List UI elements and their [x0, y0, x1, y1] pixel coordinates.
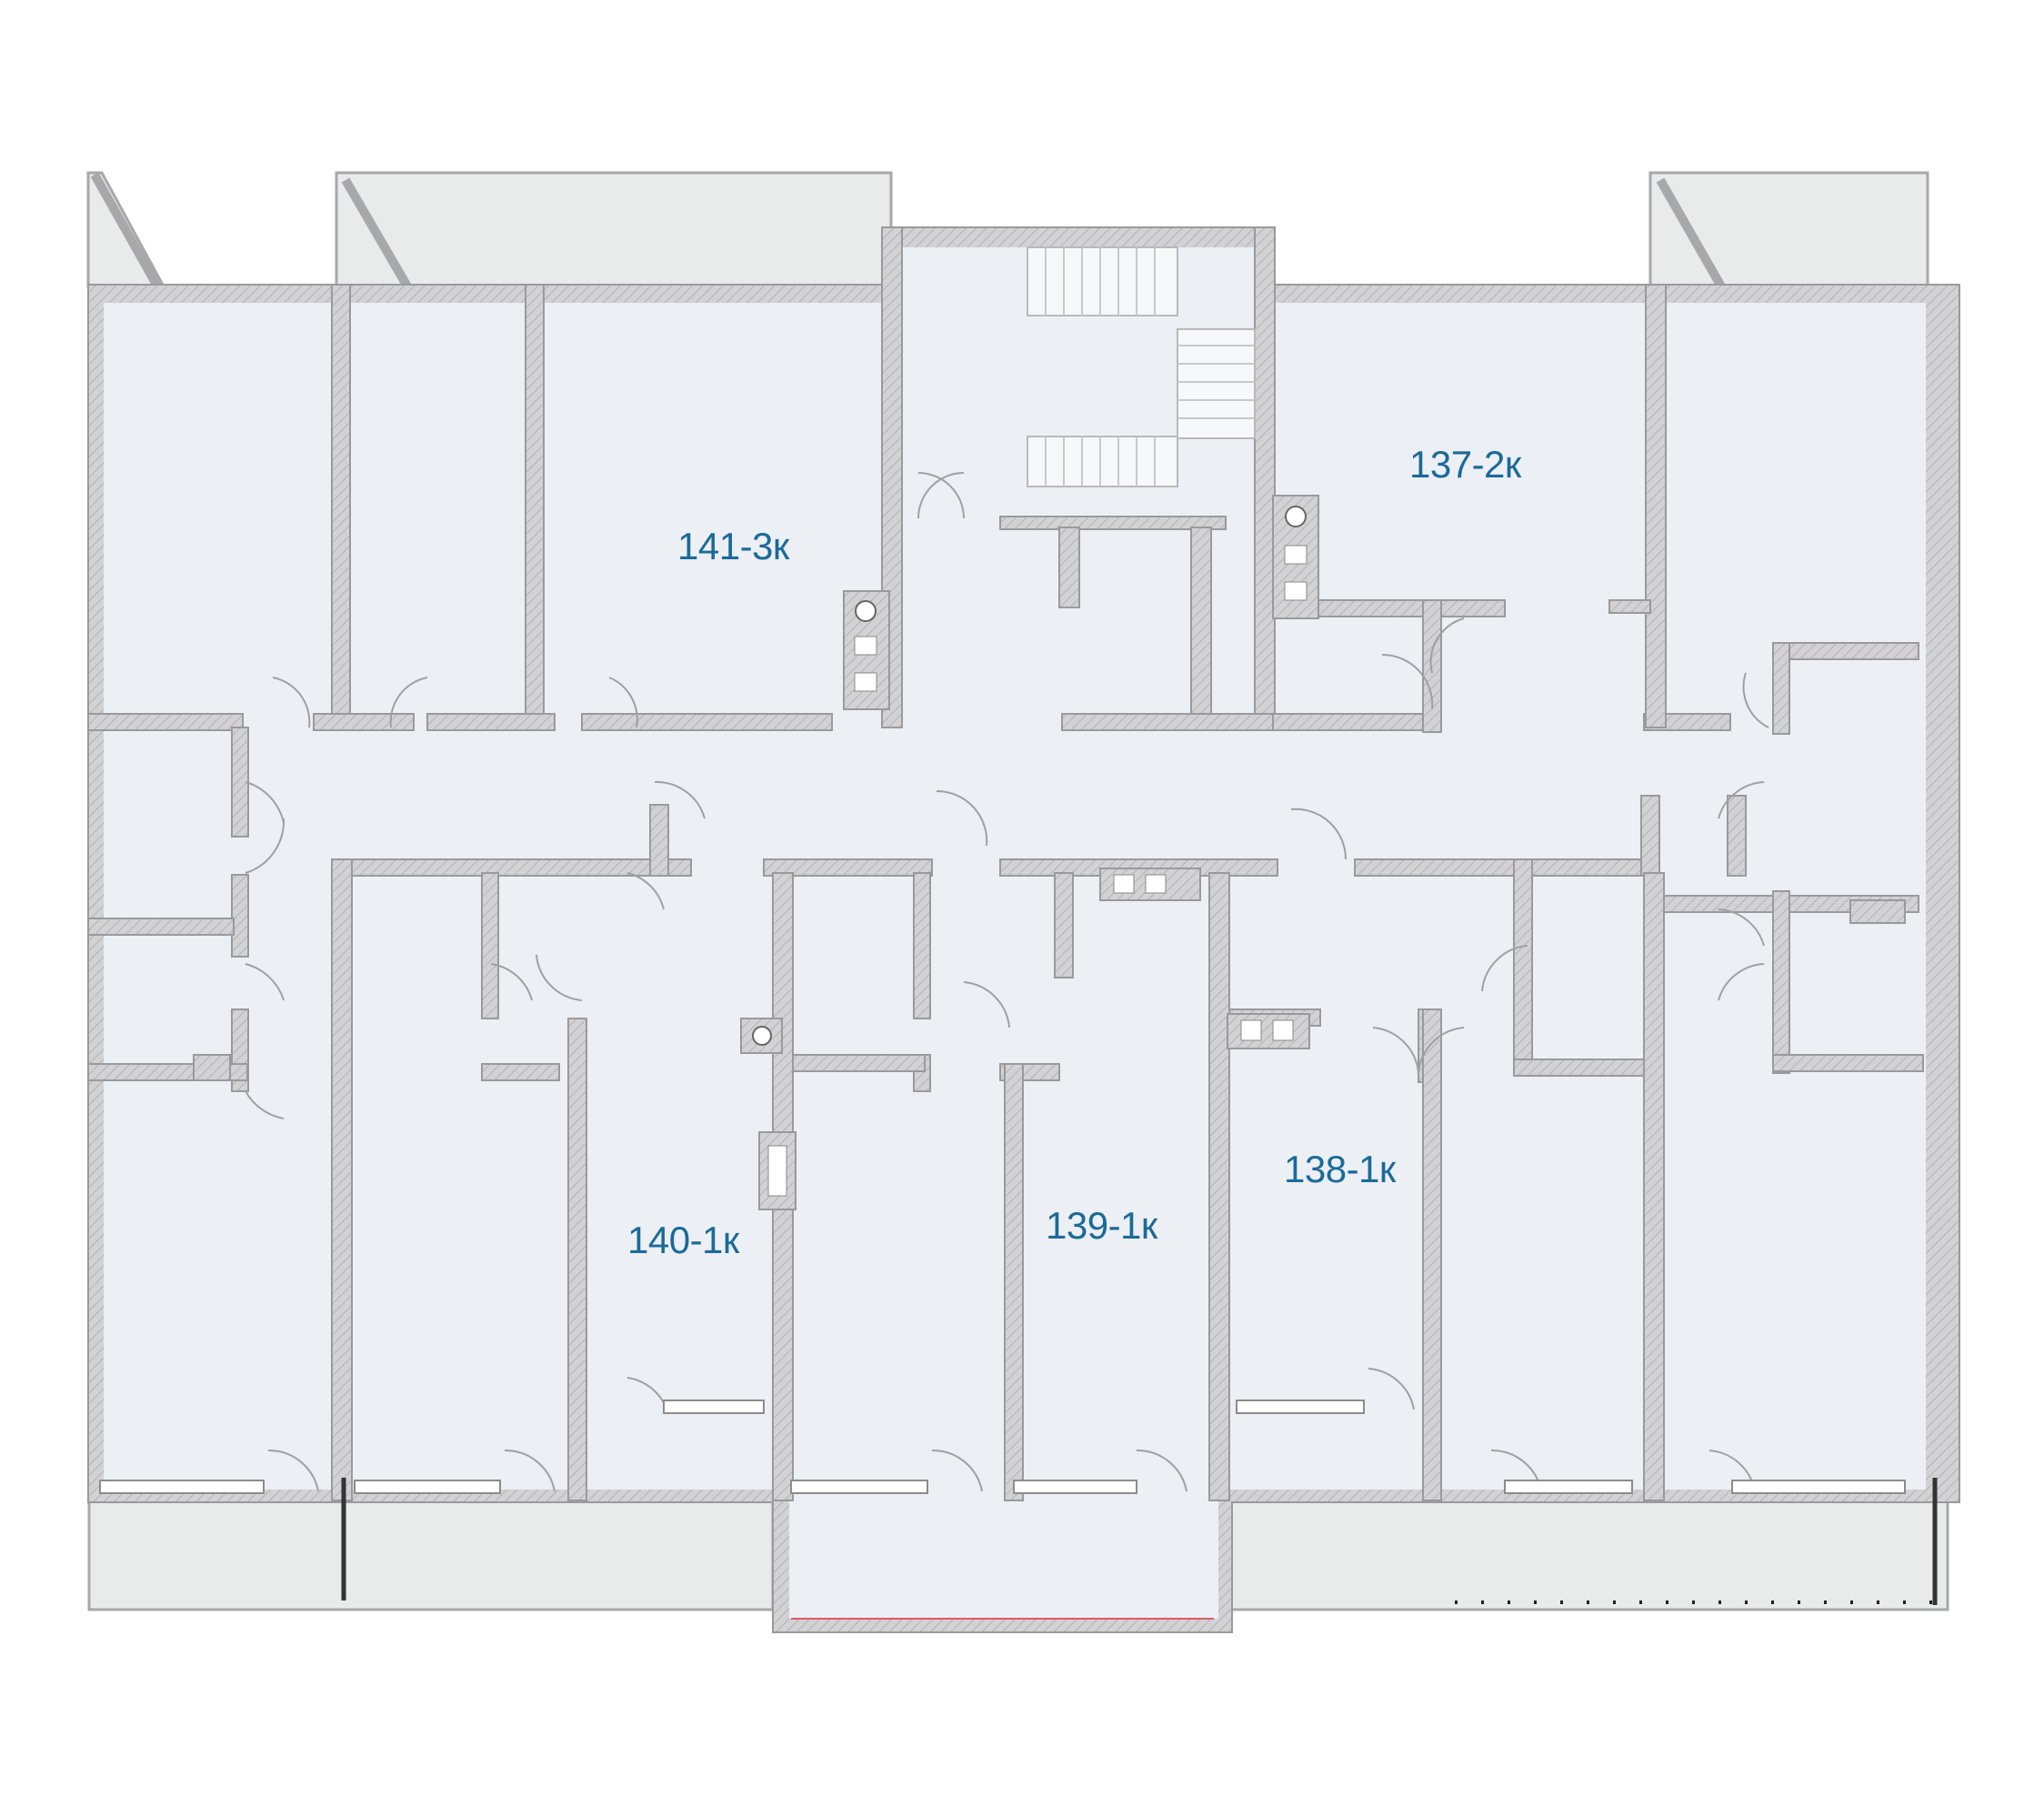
interior — [104, 247, 1926, 1619]
vent-shafts — [193, 495, 1906, 1210]
stair-flight — [1177, 328, 1256, 439]
railings — [341, 1478, 1938, 1605]
stair-flight — [1027, 246, 1178, 316]
apartment-labels: 141-3к 137-2к 140-1к 139-1к 138-1к — [627, 443, 1522, 1261]
vent-shaft — [1227, 1013, 1310, 1049]
balcony-top-center-left — [335, 171, 893, 288]
vent-shaft — [193, 1054, 231, 1081]
apartment-label-139: 139-1к — [1046, 1204, 1158, 1247]
apartment-label-140: 140-1к — [627, 1219, 740, 1261]
balcony-bottom-right — [1226, 1499, 1949, 1611]
windows — [99, 1400, 1906, 1494]
balcony-top-right — [1648, 171, 1929, 288]
vent-shaft — [740, 1018, 783, 1054]
balcony-bottom-left — [87, 1499, 775, 1611]
staircase — [1027, 246, 1256, 487]
balconies-top — [86, 171, 1929, 288]
vent-shaft — [843, 590, 890, 710]
vent-shaft — [1099, 868, 1201, 901]
door-swings — [245, 472, 1769, 1492]
vent-shaft — [1849, 899, 1906, 924]
balcony-diagonals — [90, 172, 1726, 292]
stair-treads — [1045, 247, 1255, 487]
apartment-label-137: 137-2к — [1409, 443, 1522, 486]
stair-flight — [1027, 436, 1178, 487]
floor-area — [87, 226, 1960, 1633]
vent-shaft — [758, 1131, 797, 1210]
apartment-label-138: 138-1к — [1284, 1148, 1397, 1190]
apartment-label-141: 141-3к — [677, 525, 790, 567]
vent-shaft — [1272, 495, 1319, 619]
